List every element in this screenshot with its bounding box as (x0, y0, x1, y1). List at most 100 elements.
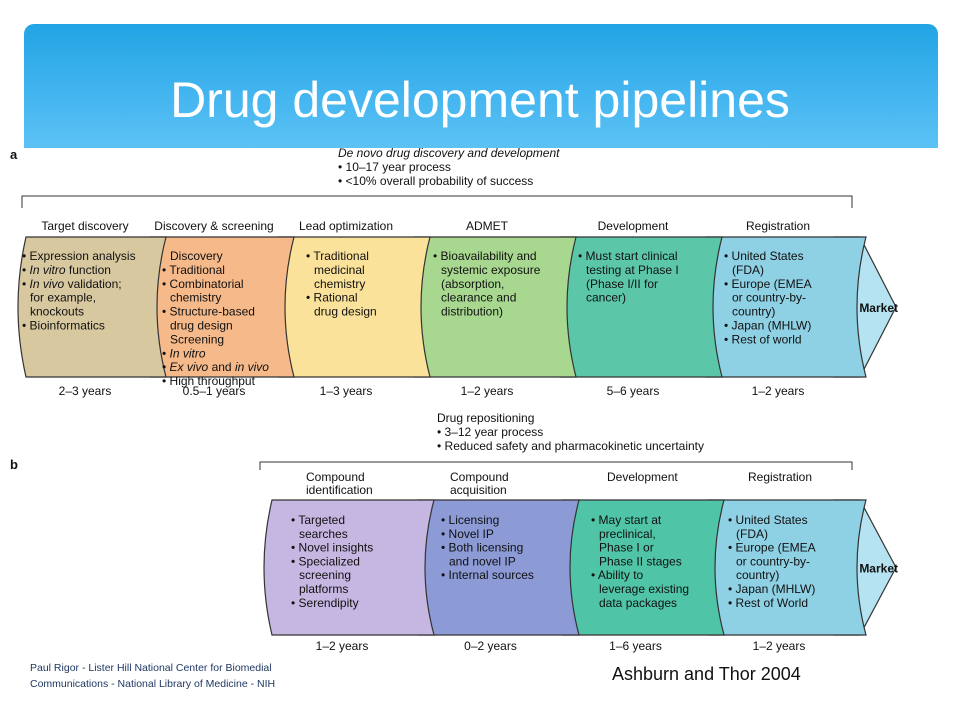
pipeline-b-stage-title: Compound (450, 470, 509, 484)
pipeline-a-stage-item: Discovery (170, 249, 223, 263)
pipeline-a-stage-title: Registration (746, 219, 810, 233)
pipeline-b-stage-item: • Rest of World (728, 596, 808, 610)
pipeline-b-stage-title: Development (607, 470, 678, 484)
pipeline-a-stage-item: • Traditional (162, 263, 225, 277)
pipeline-a-stage-item: • Europe (EMEA (724, 277, 812, 291)
pipeline-a-stage-duration: 1–2 years (461, 384, 514, 398)
pipeline-a-stage-item: • In vivo validation; (22, 277, 122, 291)
pipeline-a-stage-duration: 1–3 years (320, 384, 373, 398)
pipeline-a-stage-item: for example, (30, 291, 96, 305)
pipeline-b-stage-item: • Targeted (291, 513, 345, 527)
pipeline-b-stage-item: preclinical, (599, 527, 656, 541)
denovo-bullet: • 10–17 year process (338, 160, 451, 174)
pipeline-a-stage-item: (FDA) (732, 263, 764, 277)
pipeline-b-stage-item: and novel IP (449, 554, 516, 568)
pipeline-a-stage-item: drug design (314, 305, 377, 319)
pipeline-a-stage-item: • High throughput (162, 374, 256, 388)
title-bar (24, 24, 938, 148)
pipeline-a-stage-item: • In vitro (162, 346, 206, 360)
pipeline-a-stage-item: • United States (724, 249, 804, 263)
pipeline-b-stage-item: • Both licensing (441, 541, 523, 555)
pipeline-b-stage-duration: 0–2 years (464, 639, 517, 653)
footer-credit-line: Communications - National Library of Med… (30, 678, 276, 690)
pipeline-a-stage-item: • Ex vivo and in vivo (162, 360, 269, 374)
pipeline-b-stage-item: • May start at (591, 513, 662, 527)
pipeline-b-stage-item: (FDA) (736, 527, 768, 541)
pipeline-a-stage-item: or country-by- (732, 291, 806, 305)
citation: Ashburn and Thor 2004 (612, 664, 801, 684)
pipeline-a-stage-item: • Bioavailability and (433, 249, 537, 263)
repositioning-bullet: • Reduced safety and pharmacokinetic unc… (437, 439, 704, 453)
panel-a-bracket (21, 195, 853, 208)
pipeline-b-stage-item: • Internal sources (441, 568, 534, 582)
pipeline-a-stage-item: • Structure-based (162, 305, 255, 319)
pipeline-a-stage-title: Target discovery (41, 219, 128, 233)
pipeline-b-stage-title: acquisition (450, 483, 507, 497)
pipeline-a-stage-duration: 1–2 years (752, 384, 805, 398)
pipeline-b-stage-item: • United States (728, 513, 808, 527)
footer-credit-line: Paul Rigor - Lister Hill National Center… (30, 662, 272, 674)
pipeline-a-stage-item: chemistry (314, 277, 365, 291)
pipeline-a-stage-duration: 2–3 years (59, 384, 112, 398)
pipeline-b-stage-1 (263, 499, 435, 636)
pipeline-a-stage-item: drug design (170, 319, 233, 333)
pipeline-a-stage-1 (17, 236, 167, 378)
pipeline-b-stage-title: Compound (306, 470, 365, 484)
pipeline-a-stage-item: • Combinatorial (162, 277, 244, 291)
pipeline-a-stage-title: Discovery & screening (154, 219, 273, 233)
pipeline-a-stage-duration: 0.5–1 years (183, 384, 246, 398)
repositioning-heading: Drug repositioning (437, 411, 534, 425)
page-title: Drug development pipelines (170, 72, 790, 128)
pipeline-b-stage-duration: 1–2 years (753, 639, 806, 653)
pipeline-b-stage-item: screening (299, 568, 351, 582)
pipeline-b-stage-item: • Ability to (591, 568, 644, 582)
pipeline-b-stage-item: • Novel insights (291, 541, 373, 555)
pipeline-a-stage-title: Lead optimization (299, 219, 393, 233)
panel-a-label: a (10, 147, 18, 162)
pipeline-a-stage-item: • Rest of world (724, 332, 802, 346)
pipeline-a-stage-item: • Japan (MHLW) (724, 319, 811, 333)
pipeline-a-stage-duration: 5–6 years (607, 384, 660, 398)
pipeline-a-stage-item: • Traditional (306, 249, 369, 263)
pipeline-b-stage-title: Registration (748, 470, 812, 484)
panel-b-label: b (10, 457, 18, 472)
pipeline-a-stage-title: ADMET (466, 219, 509, 233)
pipeline-b-stage-item: leverage existing (599, 582, 689, 596)
pipeline-a-stage-item: country) (732, 305, 775, 319)
repositioning-bullet: • 3–12 year process (437, 425, 543, 439)
pipeline-b-stage-item: data packages (599, 596, 677, 610)
pipeline-b-stage-item: • Licensing (441, 513, 499, 527)
pipeline-a-stage-item: medicinal (314, 263, 365, 277)
pipeline-a-stage-item: (absorption, (441, 277, 504, 291)
pipeline-a-stage-item: cancer) (586, 291, 626, 305)
pipeline-b-stage-item: platforms (299, 582, 348, 596)
pipeline-b-stage-item: • Serendipity (291, 596, 359, 610)
pipeline-b-market-label: Market (859, 562, 898, 576)
panel-b-bracket (259, 461, 853, 470)
pipeline-b-stage-item: Phase I or (599, 541, 654, 555)
pipeline-b-stage-item: Phase II stages (599, 554, 682, 568)
pipeline-b-stage-item: or country-by- (736, 554, 810, 568)
pipeline-b-stage-item: • Japan (MHLW) (728, 582, 815, 596)
pipeline-b-stage-item: • Europe (EMEA (728, 541, 816, 555)
footer-credit: Paul Rigor - Lister Hill National Center… (30, 660, 330, 692)
pipeline-a-stage-item: knockouts (30, 305, 84, 319)
pipeline-b-stage-title: identification (306, 483, 373, 497)
pipeline-a-stage-title: Development (598, 219, 669, 233)
pipeline-a-market-label: Market (859, 301, 898, 315)
pipeline-b-stage-item: country) (736, 568, 779, 582)
pipeline-a-stage-item: clearance and (441, 291, 516, 305)
pipeline-b-stage-item: searches (299, 527, 348, 541)
pipeline-a-stage-item: (Phase I/II for (586, 277, 658, 291)
pipeline-a-stage-item: • Expression analysis (22, 249, 136, 263)
pipeline-b-stage-duration: 1–6 years (609, 639, 662, 653)
pipeline-a-stage-item: distribution) (441, 305, 503, 319)
pipeline-a-stage-item: • Bioinformatics (22, 319, 105, 333)
pipeline-a-stage-item: Screening (170, 332, 224, 346)
pipeline-a-stage-item: • Must start clinical (578, 249, 678, 263)
pipeline-b-stage-item: • Specialized (291, 554, 360, 568)
pipeline-a-stage-item: testing at Phase I (586, 263, 679, 277)
denovo-bullet: • <10% overall probability of success (338, 174, 533, 188)
pipeline-a-stage-item: systemic exposure (441, 263, 541, 277)
